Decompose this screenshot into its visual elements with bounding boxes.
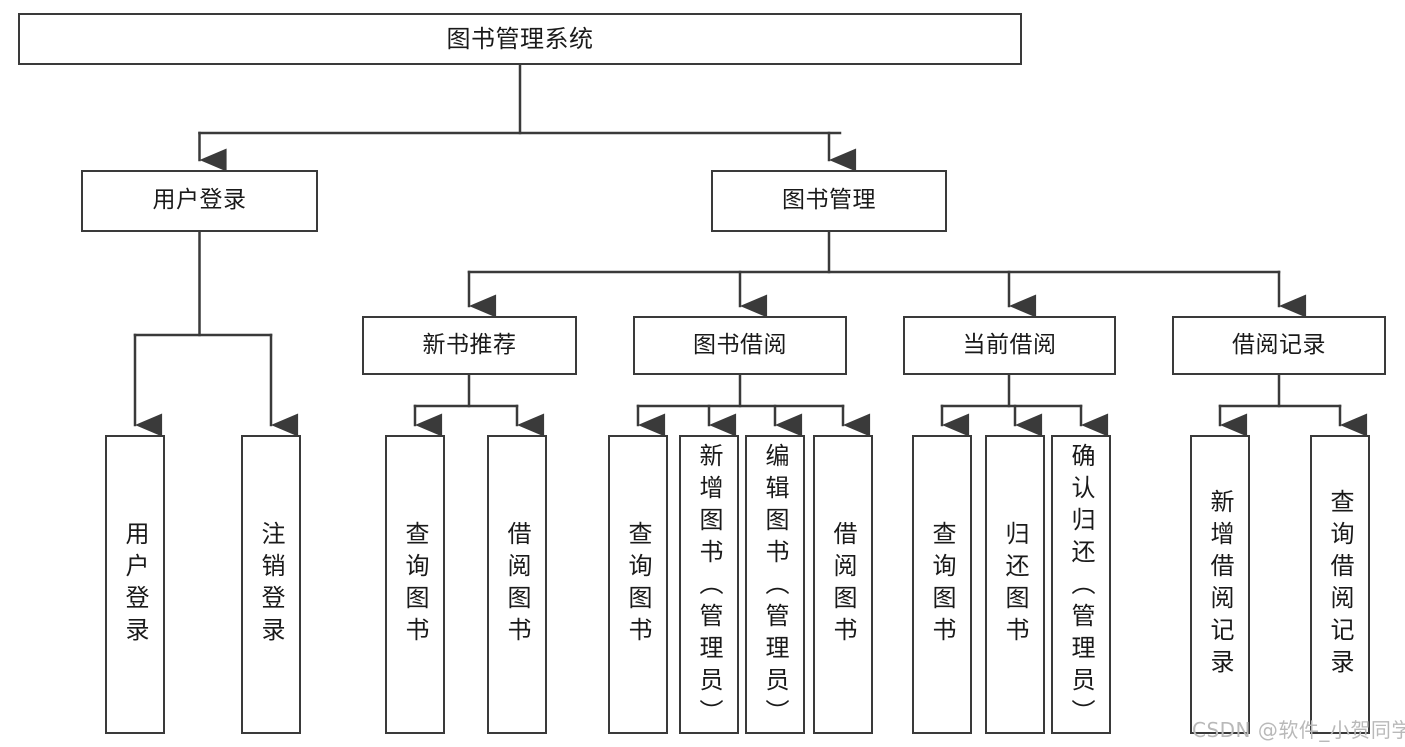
leaf-borrow-lend-book-label: 借阅图书 xyxy=(829,520,857,649)
leaf-user-logout-label: 注销登录 xyxy=(257,520,285,649)
leaf-current-confirm-return-admin-label: 确认归还（管理员） xyxy=(1067,443,1095,731)
leaf-borrow-query-book-label: 查询图书 xyxy=(624,520,652,649)
node-book-management[interactable]: 图书管理 xyxy=(711,170,947,232)
leaf-borrow-query-book[interactable]: 查询图书 xyxy=(608,435,668,734)
leaf-newbook-query-book[interactable]: 查询图书 xyxy=(385,435,445,734)
leaf-record-query-record[interactable]: 查询借阅记录 xyxy=(1310,435,1370,734)
leaf-current-return-book[interactable]: 归还图书 xyxy=(985,435,1045,734)
node-current-borrow-label: 当前借阅 xyxy=(962,331,1057,358)
leaf-borrow-lend-book[interactable]: 借阅图书 xyxy=(813,435,873,734)
node-borrow-record[interactable]: 借阅记录 xyxy=(1172,316,1386,375)
csdn-watermark: CSDN @软件_小贺同学 xyxy=(1192,718,1405,742)
leaf-record-query-record-label: 查询借阅记录 xyxy=(1326,488,1354,681)
leaf-user-login-label: 用户登录 xyxy=(121,520,149,649)
node-root[interactable]: 图书管理系统 xyxy=(18,13,1022,65)
node-new-book-recommend[interactable]: 新书推荐 xyxy=(362,316,577,375)
leaf-user-logout[interactable]: 注销登录 xyxy=(241,435,301,734)
leaf-newbook-borrow-book-label: 借阅图书 xyxy=(503,520,531,649)
node-user-login-label: 用户登录 xyxy=(152,187,247,214)
leaf-current-query-book[interactable]: 查询图书 xyxy=(912,435,972,734)
leaf-user-login[interactable]: 用户登录 xyxy=(105,435,165,734)
node-current-borrow[interactable]: 当前借阅 xyxy=(903,316,1116,375)
leaf-borrow-edit-book-admin-label: 编辑图书（管理员） xyxy=(761,443,789,731)
node-book-borrow[interactable]: 图书借阅 xyxy=(633,316,847,375)
leaf-current-return-book-label: 归还图书 xyxy=(1001,520,1029,649)
leaf-current-query-book-label: 查询图书 xyxy=(928,520,956,649)
leaf-newbook-query-book-label: 查询图书 xyxy=(401,520,429,649)
node-root-label: 图书管理系统 xyxy=(446,24,594,53)
leaf-record-add-record-label: 新增借阅记录 xyxy=(1206,488,1234,681)
node-borrow-record-label: 借阅记录 xyxy=(1232,331,1326,358)
leaf-current-confirm-return-admin[interactable]: 确认归还（管理员） xyxy=(1051,435,1111,734)
leaf-borrow-add-book-admin[interactable]: 新增图书（管理员） xyxy=(679,435,739,734)
node-book-management-label: 图书管理 xyxy=(782,187,876,214)
leaf-borrow-edit-book-admin[interactable]: 编辑图书（管理员） xyxy=(745,435,805,734)
node-new-book-recommend-label: 新书推荐 xyxy=(422,331,517,358)
node-book-borrow-label: 图书借阅 xyxy=(693,331,787,358)
leaf-borrow-add-book-admin-label: 新增图书（管理员） xyxy=(695,443,723,731)
node-user-login[interactable]: 用户登录 xyxy=(81,170,318,232)
leaf-record-add-record[interactable]: 新增借阅记录 xyxy=(1190,435,1250,734)
leaf-newbook-borrow-book[interactable]: 借阅图书 xyxy=(487,435,547,734)
